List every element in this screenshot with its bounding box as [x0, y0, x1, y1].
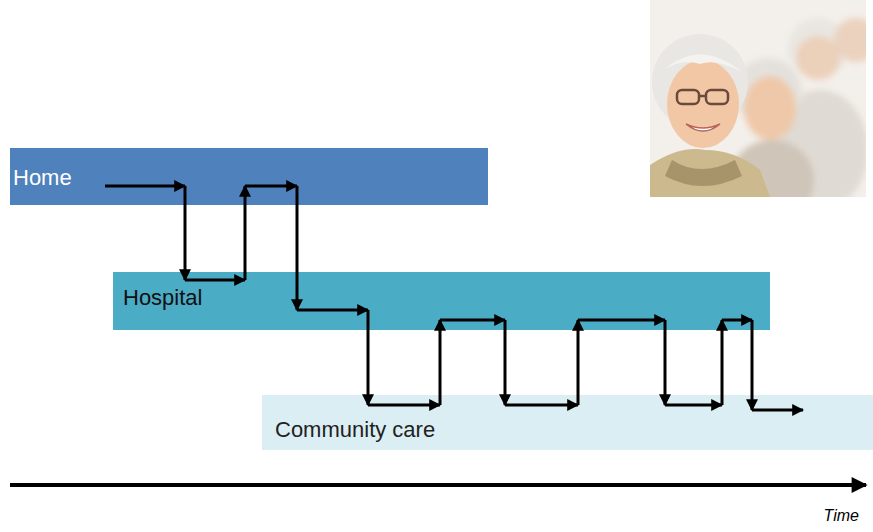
path-segments — [105, 186, 803, 410]
band-label: Hospital — [123, 286, 202, 310]
transition-arrow — [721, 320, 724, 405]
community-band: Community care — [262, 395, 873, 450]
transition-arrow — [751, 320, 754, 410]
transition-arrow — [577, 320, 580, 405]
transition-arrow — [504, 320, 507, 405]
path-segment — [440, 319, 505, 322]
path-segment — [665, 404, 722, 407]
photo-illustration — [650, 0, 866, 197]
path-segment — [752, 409, 803, 412]
path-segment — [578, 319, 665, 322]
path-segment — [245, 185, 297, 188]
time-axis — [10, 483, 866, 487]
transition-arrow — [184, 186, 187, 280]
transition-arrow — [367, 310, 370, 405]
transition-arrow — [439, 320, 442, 405]
path-segment — [105, 185, 185, 188]
transition-arrow — [664, 320, 667, 405]
front-person — [650, 34, 770, 197]
path-segment — [185, 279, 245, 282]
path-segment — [297, 309, 368, 312]
path-segment — [368, 404, 440, 407]
path-segment — [722, 319, 752, 322]
axis-label: Time — [824, 506, 859, 526]
home-band: Home — [10, 148, 488, 205]
band-label: Community care — [275, 418, 435, 442]
path-segment — [505, 404, 578, 407]
transition-arrow — [244, 186, 247, 280]
band-label: Home — [13, 166, 72, 190]
transition-arrow — [296, 186, 299, 310]
